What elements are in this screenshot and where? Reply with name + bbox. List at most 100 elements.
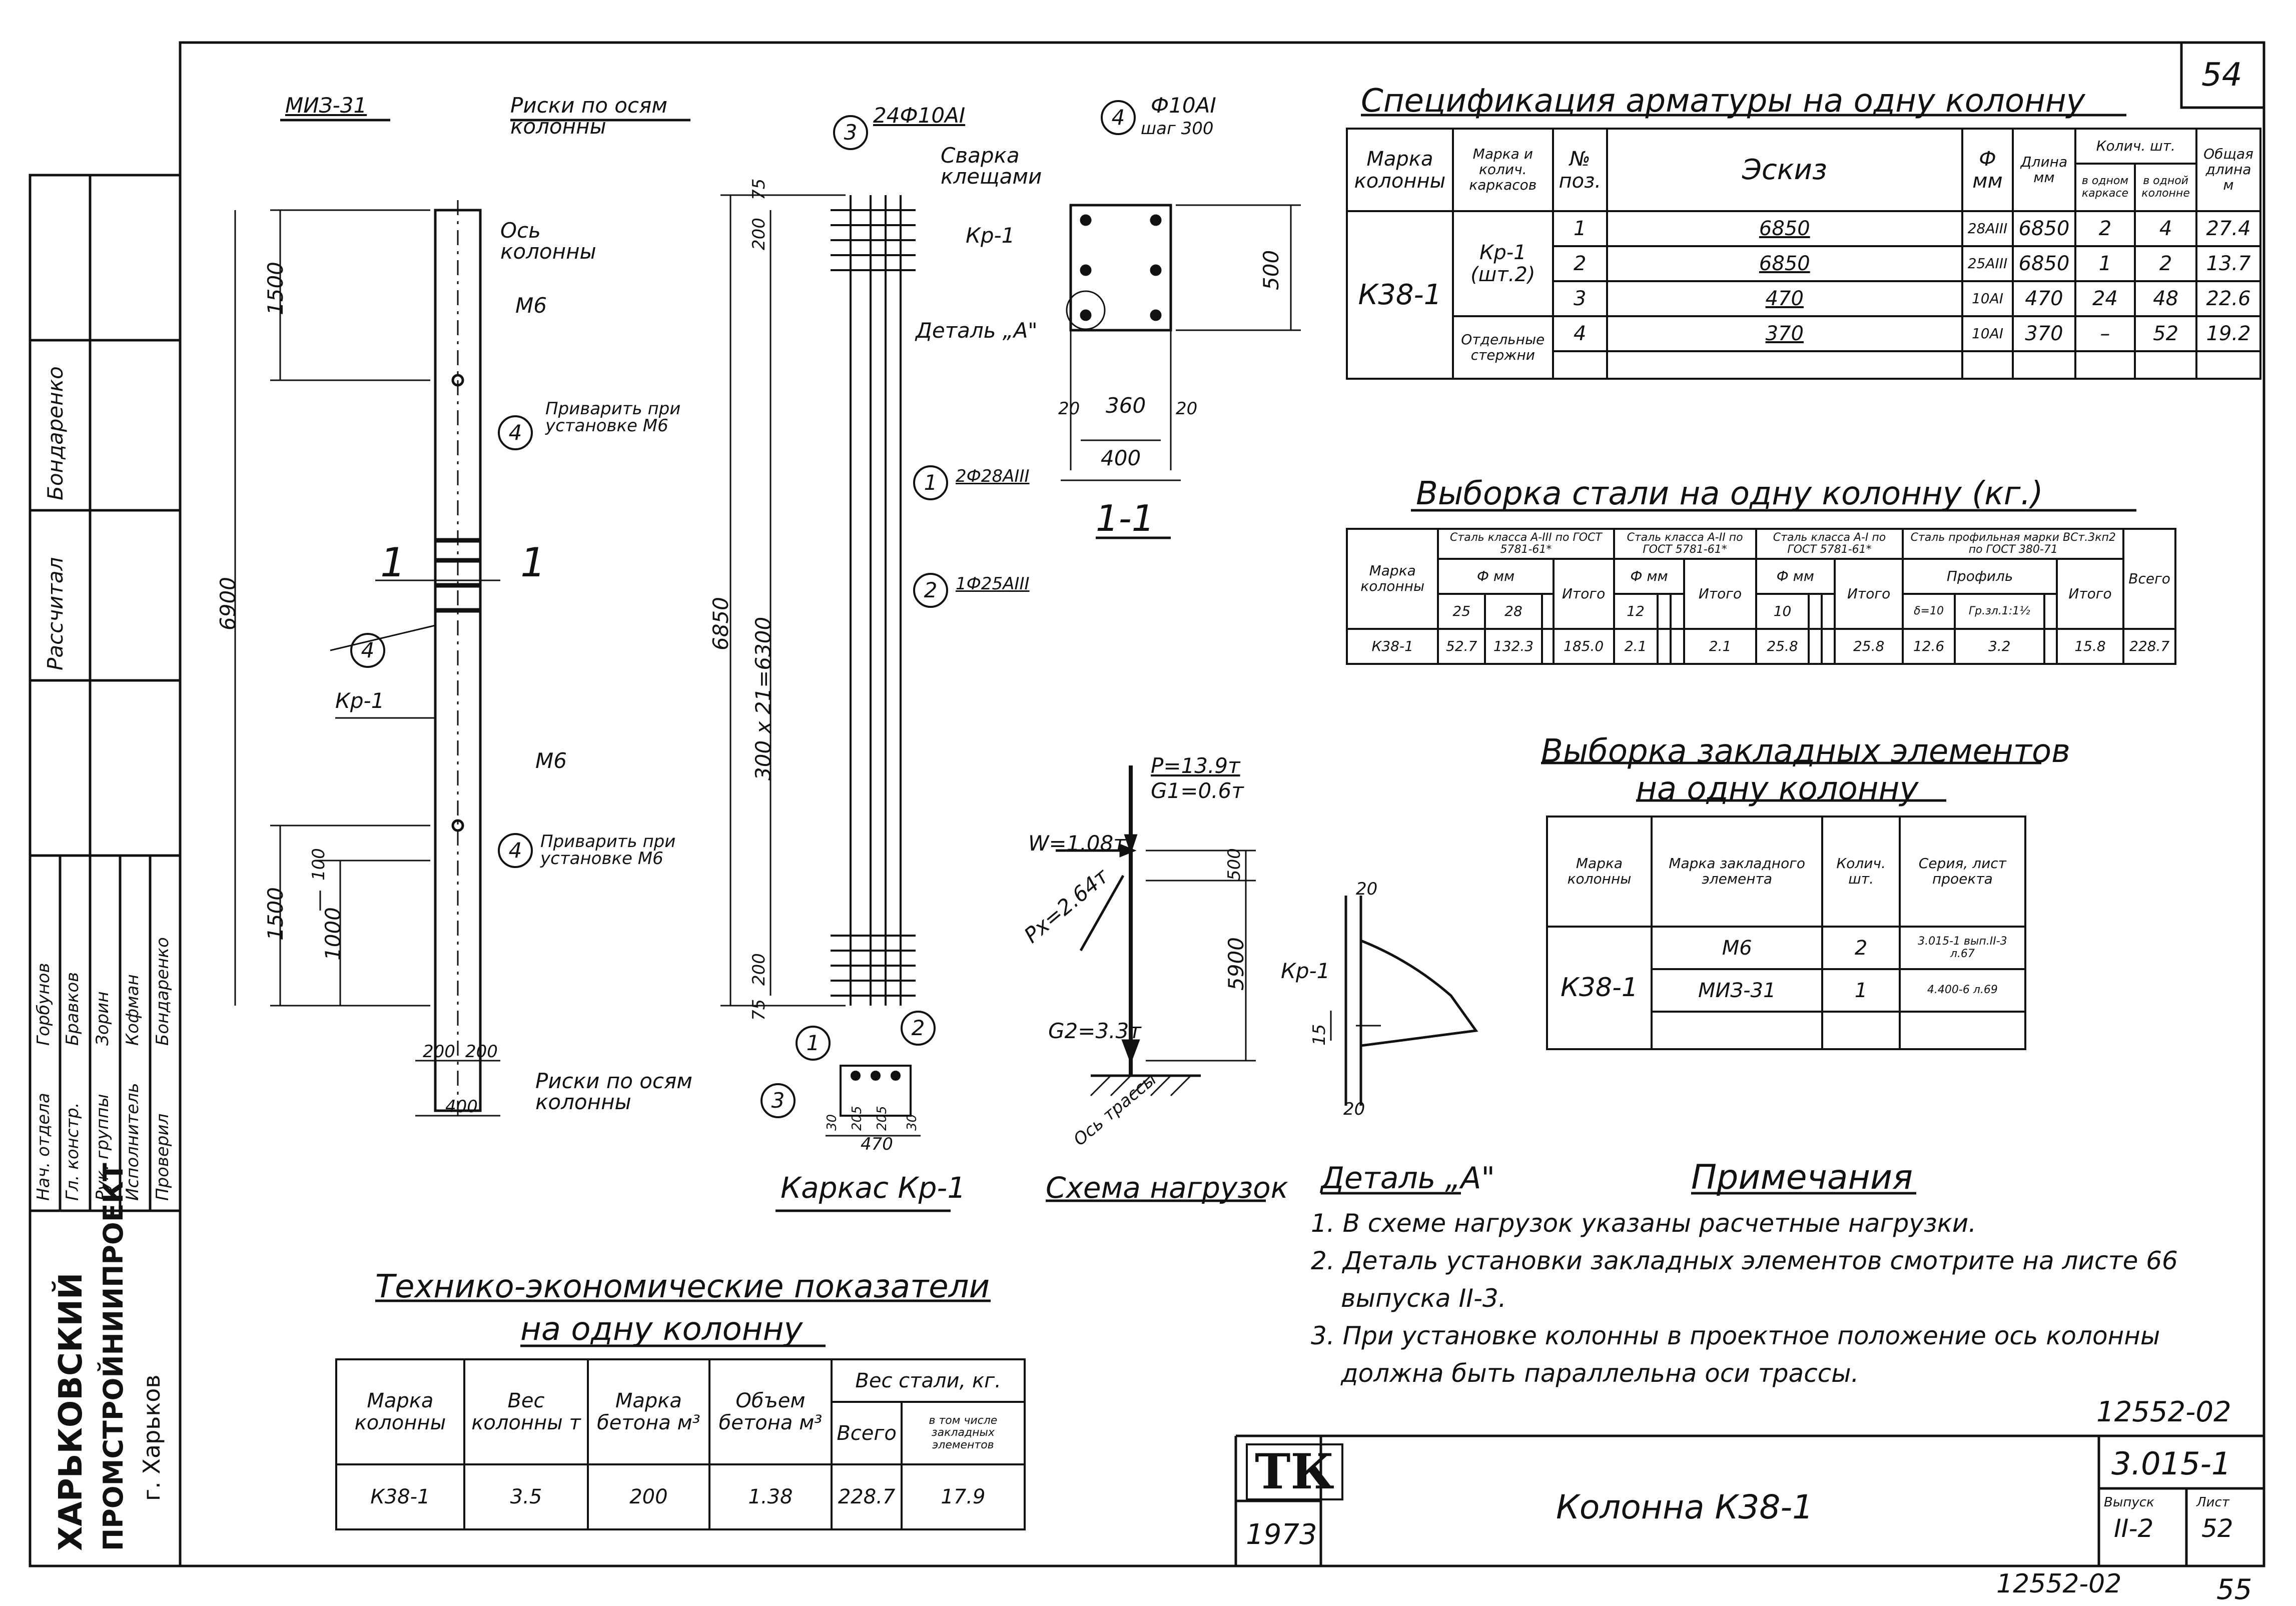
m6-bottom-label: М6 — [535, 748, 567, 773]
callout-3-section: 3 — [760, 1083, 796, 1118]
steel-a3-d1: 25 — [1437, 593, 1486, 630]
kr1-label-col: Кр-1 — [335, 688, 385, 713]
spec-qty-col: 48 — [2134, 280, 2197, 317]
steel-mark: К38-1 — [1345, 628, 1439, 665]
table-row: Отдельные стержни 4 370 10АI 370 – 52 19… — [1347, 315, 2262, 380]
spec-title: Спецификация арматуры на одну колонну — [1361, 83, 2085, 120]
steel-a3-total: 185.0 — [1552, 628, 1615, 665]
steel-prof-total: 15.8 — [2055, 628, 2125, 665]
section-mark-left: 1 — [380, 539, 406, 586]
embed-mark: К38-1 — [1546, 926, 1653, 1050]
spec-dia: 10АI — [1961, 280, 2014, 317]
steel-a3-v1: 52.7 — [1437, 628, 1486, 665]
steel-h-a3: Сталь класса А-III по ГОСТ 5781-61* — [1437, 528, 1615, 560]
role-1: Нач. отдела — [34, 1093, 54, 1201]
spec-h-pos: № поз. — [1552, 128, 1608, 212]
embed-elem: МИЗ-31 — [1650, 968, 1824, 1013]
name-4: Кофман — [123, 974, 143, 1046]
tech-concrete: 200 — [587, 1463, 710, 1530]
pos1-text: 2Ф28АIII — [956, 466, 1030, 486]
spec-qty-one: 1 — [2074, 245, 2136, 282]
mark-miz31: МИЗ-31 — [285, 93, 367, 118]
dim-1000: 1000 — [321, 907, 345, 961]
steel-table: Марка колонны Сталь класса А-III по ГОСТ… — [1345, 528, 2176, 665]
notes-title: Примечания — [1691, 1158, 1913, 1197]
spec-total: 13.7 — [2195, 245, 2262, 282]
section-mark-right: 1 — [520, 539, 546, 586]
note-2-cont: выпуска II-3. — [1341, 1284, 1506, 1313]
name-1: Горбунов — [34, 963, 54, 1046]
note-3: 3. При установке колонны в проектное пол… — [1311, 1321, 2160, 1350]
dim-200-top-cage: 200 — [749, 218, 769, 250]
table-row: К38-1 Кр-1 (шт.2) 1 6850 28АIII 6850 2 4… — [1346, 210, 2262, 380]
sheet-value: 52 — [2201, 1514, 2233, 1543]
m6-top-label: М6 — [515, 293, 547, 318]
spec-qty-one: – — [2074, 315, 2136, 352]
role-3: Рук. группы — [93, 1094, 113, 1201]
spec-dia: 10АI — [1961, 315, 2014, 352]
issue-value: II-2 — [2114, 1514, 2154, 1543]
embed-series: 3.015-1 вып.II-3 л.67 — [1898, 926, 2027, 970]
steel-a2-total: 2.1 — [1683, 628, 1757, 665]
dim-5900: 5900 — [1224, 937, 1248, 991]
org-name-2: ПРОМСТРОЙНИИПРОЕКТ — [98, 1163, 129, 1551]
spec-h-total: Общая длина м — [2195, 128, 2262, 212]
spec-qty-one: 24 — [2074, 280, 2136, 317]
spec-len: 370 — [2012, 315, 2076, 352]
dim-6900: 6900 — [216, 577, 240, 630]
callout-4-mid: 4 — [350, 633, 385, 668]
dim-200-right: 200 — [465, 1042, 498, 1062]
steel-h-total-a1: Итого — [1833, 558, 1904, 630]
spec-h-qty-one: в одном каркасе — [2074, 163, 2136, 212]
embed-series: 4.400-6 л.69 — [1898, 968, 2027, 1013]
spec-h-qty-col: в одной колонне — [2134, 163, 2197, 212]
steel-a1-d1: 10 — [1755, 593, 1810, 630]
spec-h-dia: Ф мм — [1961, 128, 2014, 212]
section-dim-30a: 30 — [825, 1114, 840, 1131]
steel-a3-v2: 132.3 — [1484, 628, 1543, 665]
role-2: Гл. констр. — [63, 1102, 83, 1201]
spec-cage-group: Кр-1 (шт.2) — [1451, 210, 1554, 317]
callout-1-cage: 1 — [913, 465, 948, 500]
table-row: К38-1 3.5 200 1.38 228.7 17.9 — [335, 1463, 1026, 1530]
steel-a2-v1: 2.1 — [1613, 628, 1659, 665]
weld-bottom-label: Приварить при установке М6 — [540, 832, 676, 869]
spec-h-qty: Колич. шт. — [2074, 128, 2197, 165]
spec-h-cage: Марка и колич. каркасов — [1451, 128, 1554, 212]
dim-500-load: 500 — [1224, 848, 1244, 881]
sheet-title: Колонна К38-1 — [1556, 1488, 1814, 1526]
tech-h-steel: Вес стали, кг. — [831, 1358, 1026, 1403]
pos4-text: Ф10АI — [1151, 93, 1216, 118]
section-dim-30b: 30 — [905, 1114, 920, 1131]
steel-h-fmm-a2: Ф мм — [1613, 558, 1686, 595]
tech-mark: К38-1 — [335, 1463, 465, 1530]
tech-h-embed: в том числе закладных элементов — [900, 1401, 1026, 1465]
steel-a1-total: 25.8 — [1833, 628, 1904, 665]
section-dim-205b: 205 — [875, 1106, 890, 1131]
spec-qty-col: 2 — [2134, 245, 2197, 282]
table-row: МИЗ-31 1 4.400-6 л.69 — [1547, 968, 2027, 1013]
spec-len: 6850 — [2012, 245, 2076, 282]
table-row: К38-1 М6 2 3.015-1 вып.II-3 л.67 — [1546, 926, 2027, 1050]
kr1-label-section: Кр-1 — [966, 223, 1015, 248]
calc-label: Рассчитал — [43, 557, 68, 670]
tech-steel-all: 228.7 — [831, 1463, 903, 1530]
role-4: Исполнитель — [123, 1083, 143, 1201]
spec-qty-col: 4 — [2134, 210, 2197, 247]
embed-h-qty: Колич. шт. — [1821, 816, 1901, 928]
steel-h-total-a3: Итого — [1552, 558, 1615, 630]
spec-table: Марка колонны Марка и колич. каркасов № … — [1346, 128, 2262, 380]
org-name-1: ХАРЬКОВСКИЙ — [53, 1272, 90, 1551]
spec-pos: 2 — [1552, 245, 1608, 282]
steel-h-fmm-a3: Ф мм — [1437, 558, 1555, 595]
load-w: W=1.08т — [1028, 831, 1126, 856]
tech-h-weight: Вес колонны т — [463, 1358, 589, 1465]
dim-400-col: 400 — [445, 1097, 478, 1117]
section-caption: 1-1 — [1096, 497, 1155, 539]
callout-1-section: 1 — [796, 1026, 831, 1061]
dim-6850: 6850 — [708, 597, 733, 650]
dim-20b-section: 20 — [1176, 399, 1198, 419]
risk-bottom-label: Риски по осям колонны — [535, 1069, 692, 1114]
spec-dia: 25АIII — [1961, 245, 2014, 282]
